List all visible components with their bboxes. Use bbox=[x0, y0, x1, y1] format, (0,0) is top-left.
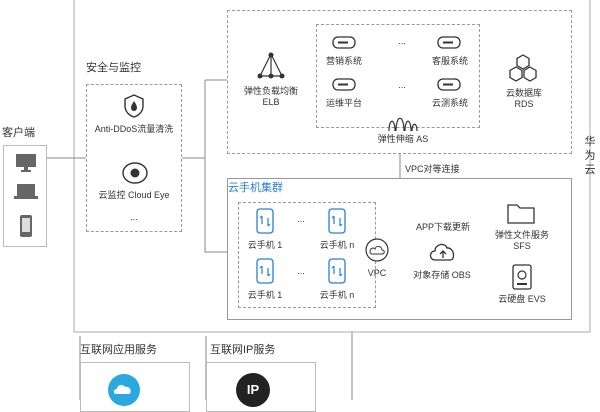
app-marketing: 营销系统 bbox=[325, 56, 362, 66]
cloud-server-icon bbox=[437, 36, 461, 49]
load-balancer-icon bbox=[257, 52, 285, 79]
ip-icon: IP bbox=[236, 373, 270, 407]
cluster-title: 云手机集群 bbox=[228, 182, 283, 194]
cloud-server-icon bbox=[332, 36, 356, 49]
cluster-box bbox=[227, 178, 572, 320]
app-tier-box bbox=[227, 10, 572, 154]
app-ops: 运维平台 bbox=[325, 98, 362, 108]
vpc-label: VPC bbox=[367, 268, 387, 278]
rds-label: 云数据库 RDS bbox=[505, 88, 542, 109]
monitor-icon bbox=[16, 154, 36, 172]
cloud-brand-char: 云 bbox=[584, 164, 596, 176]
folder-icon bbox=[507, 204, 535, 224]
cloud-upload-icon bbox=[429, 243, 455, 261]
laptop-icon bbox=[14, 184, 38, 199]
cloud-server-icon bbox=[332, 78, 356, 91]
obs-label: 对象存储 OBS bbox=[413, 270, 471, 280]
apps-dots-1: ... bbox=[398, 36, 406, 46]
evs-label: 云硬盘 EVS bbox=[498, 294, 546, 304]
sfs-label: 弹性文件服务 SFS bbox=[494, 230, 549, 251]
cloud-eye-label: 云监控 Cloud Eye bbox=[98, 190, 170, 200]
app-test: 云测系统 bbox=[431, 98, 468, 108]
cloud-server-icon bbox=[437, 78, 461, 91]
client-label: 客户端 bbox=[2, 127, 35, 139]
cloud-phone-icon bbox=[328, 258, 346, 284]
anti-ddos-label: Anti-DDoS流量清洗 bbox=[94, 124, 174, 134]
client-devices-panel bbox=[3, 145, 47, 247]
eye-icon bbox=[122, 162, 148, 184]
phone-icon bbox=[20, 215, 32, 237]
elb-label: 弹性负载均衡 ELB bbox=[243, 86, 298, 107]
cloud-brand-char: 为 bbox=[584, 150, 596, 162]
phone-label: 云手机 1 bbox=[247, 290, 283, 300]
cloud-phone-icon bbox=[328, 208, 346, 234]
cloud-phone-icon bbox=[256, 258, 274, 284]
security-more: ... bbox=[130, 212, 138, 222]
cloud-brand-char: 华 bbox=[584, 136, 596, 148]
app-download-label: APP下载更新 bbox=[415, 222, 470, 232]
internet-ip-label: 互联网IP服务 bbox=[210, 344, 276, 356]
vpc-icon bbox=[365, 238, 389, 262]
cloud-app-icon bbox=[108, 374, 140, 406]
database-hexagon-icon bbox=[509, 54, 537, 82]
vpc-peering-label: VPC对等连接 bbox=[405, 164, 460, 174]
cloud-phone-icon bbox=[256, 208, 274, 234]
phone-label: 云手机 n bbox=[319, 240, 355, 250]
phones-dots-2: ... bbox=[297, 266, 305, 276]
security-title: 安全与监控 bbox=[86, 62, 141, 74]
internet-app-label: 互联网应用服务 bbox=[80, 344, 157, 356]
security-box bbox=[86, 84, 182, 232]
as-label: 弹性伸缩 AS bbox=[377, 134, 429, 144]
disk-icon bbox=[512, 264, 532, 290]
phones-dots-1: ... bbox=[297, 214, 305, 224]
app-group-box bbox=[316, 24, 480, 128]
app-service: 客服系统 bbox=[431, 56, 468, 66]
apps-dots-2: ... bbox=[398, 80, 406, 90]
phone-label: 云手机 1 bbox=[247, 240, 283, 250]
phone-label: 云手机 n bbox=[319, 290, 355, 300]
shield-icon bbox=[124, 94, 144, 118]
auto-scaling-icon bbox=[388, 117, 418, 132]
